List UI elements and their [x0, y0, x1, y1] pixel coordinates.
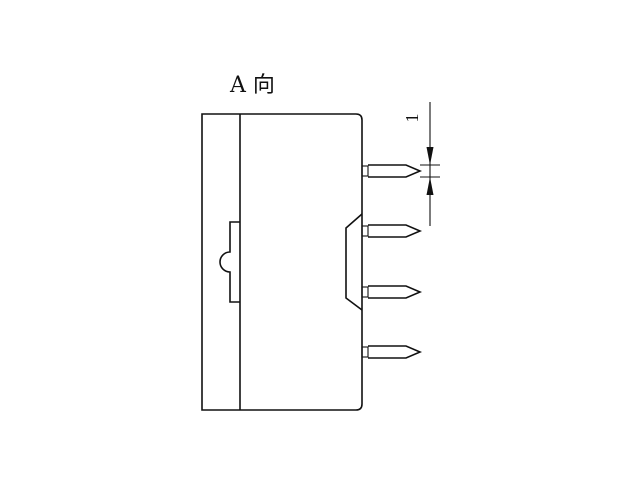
pin-4-tip	[368, 345, 423, 359]
pin-1	[361, 164, 423, 178]
dimension-value: 1	[402, 114, 422, 123]
thickness-dimension: 1	[402, 102, 440, 226]
pin-1-shoulder	[361, 165, 369, 177]
connector-body-outline	[201, 113, 363, 411]
latch-notch-profile	[219, 221, 240, 303]
pin-3-shoulder	[361, 286, 369, 298]
pin-4-shoulder	[361, 346, 369, 358]
pin-3	[361, 285, 423, 299]
pins-group	[361, 164, 423, 359]
key-bevel-profile	[345, 213, 363, 311]
pin-1-tip	[368, 164, 423, 178]
pin-3-tip	[368, 285, 423, 299]
pin-2	[361, 224, 423, 238]
view-label: A 向	[229, 73, 275, 98]
dimension-arrow-bottom	[426, 177, 434, 195]
pin-2-shoulder	[361, 225, 369, 237]
dimension-arrow-top	[426, 147, 434, 165]
pin-4	[361, 345, 423, 359]
pin-2-tip	[368, 224, 423, 238]
